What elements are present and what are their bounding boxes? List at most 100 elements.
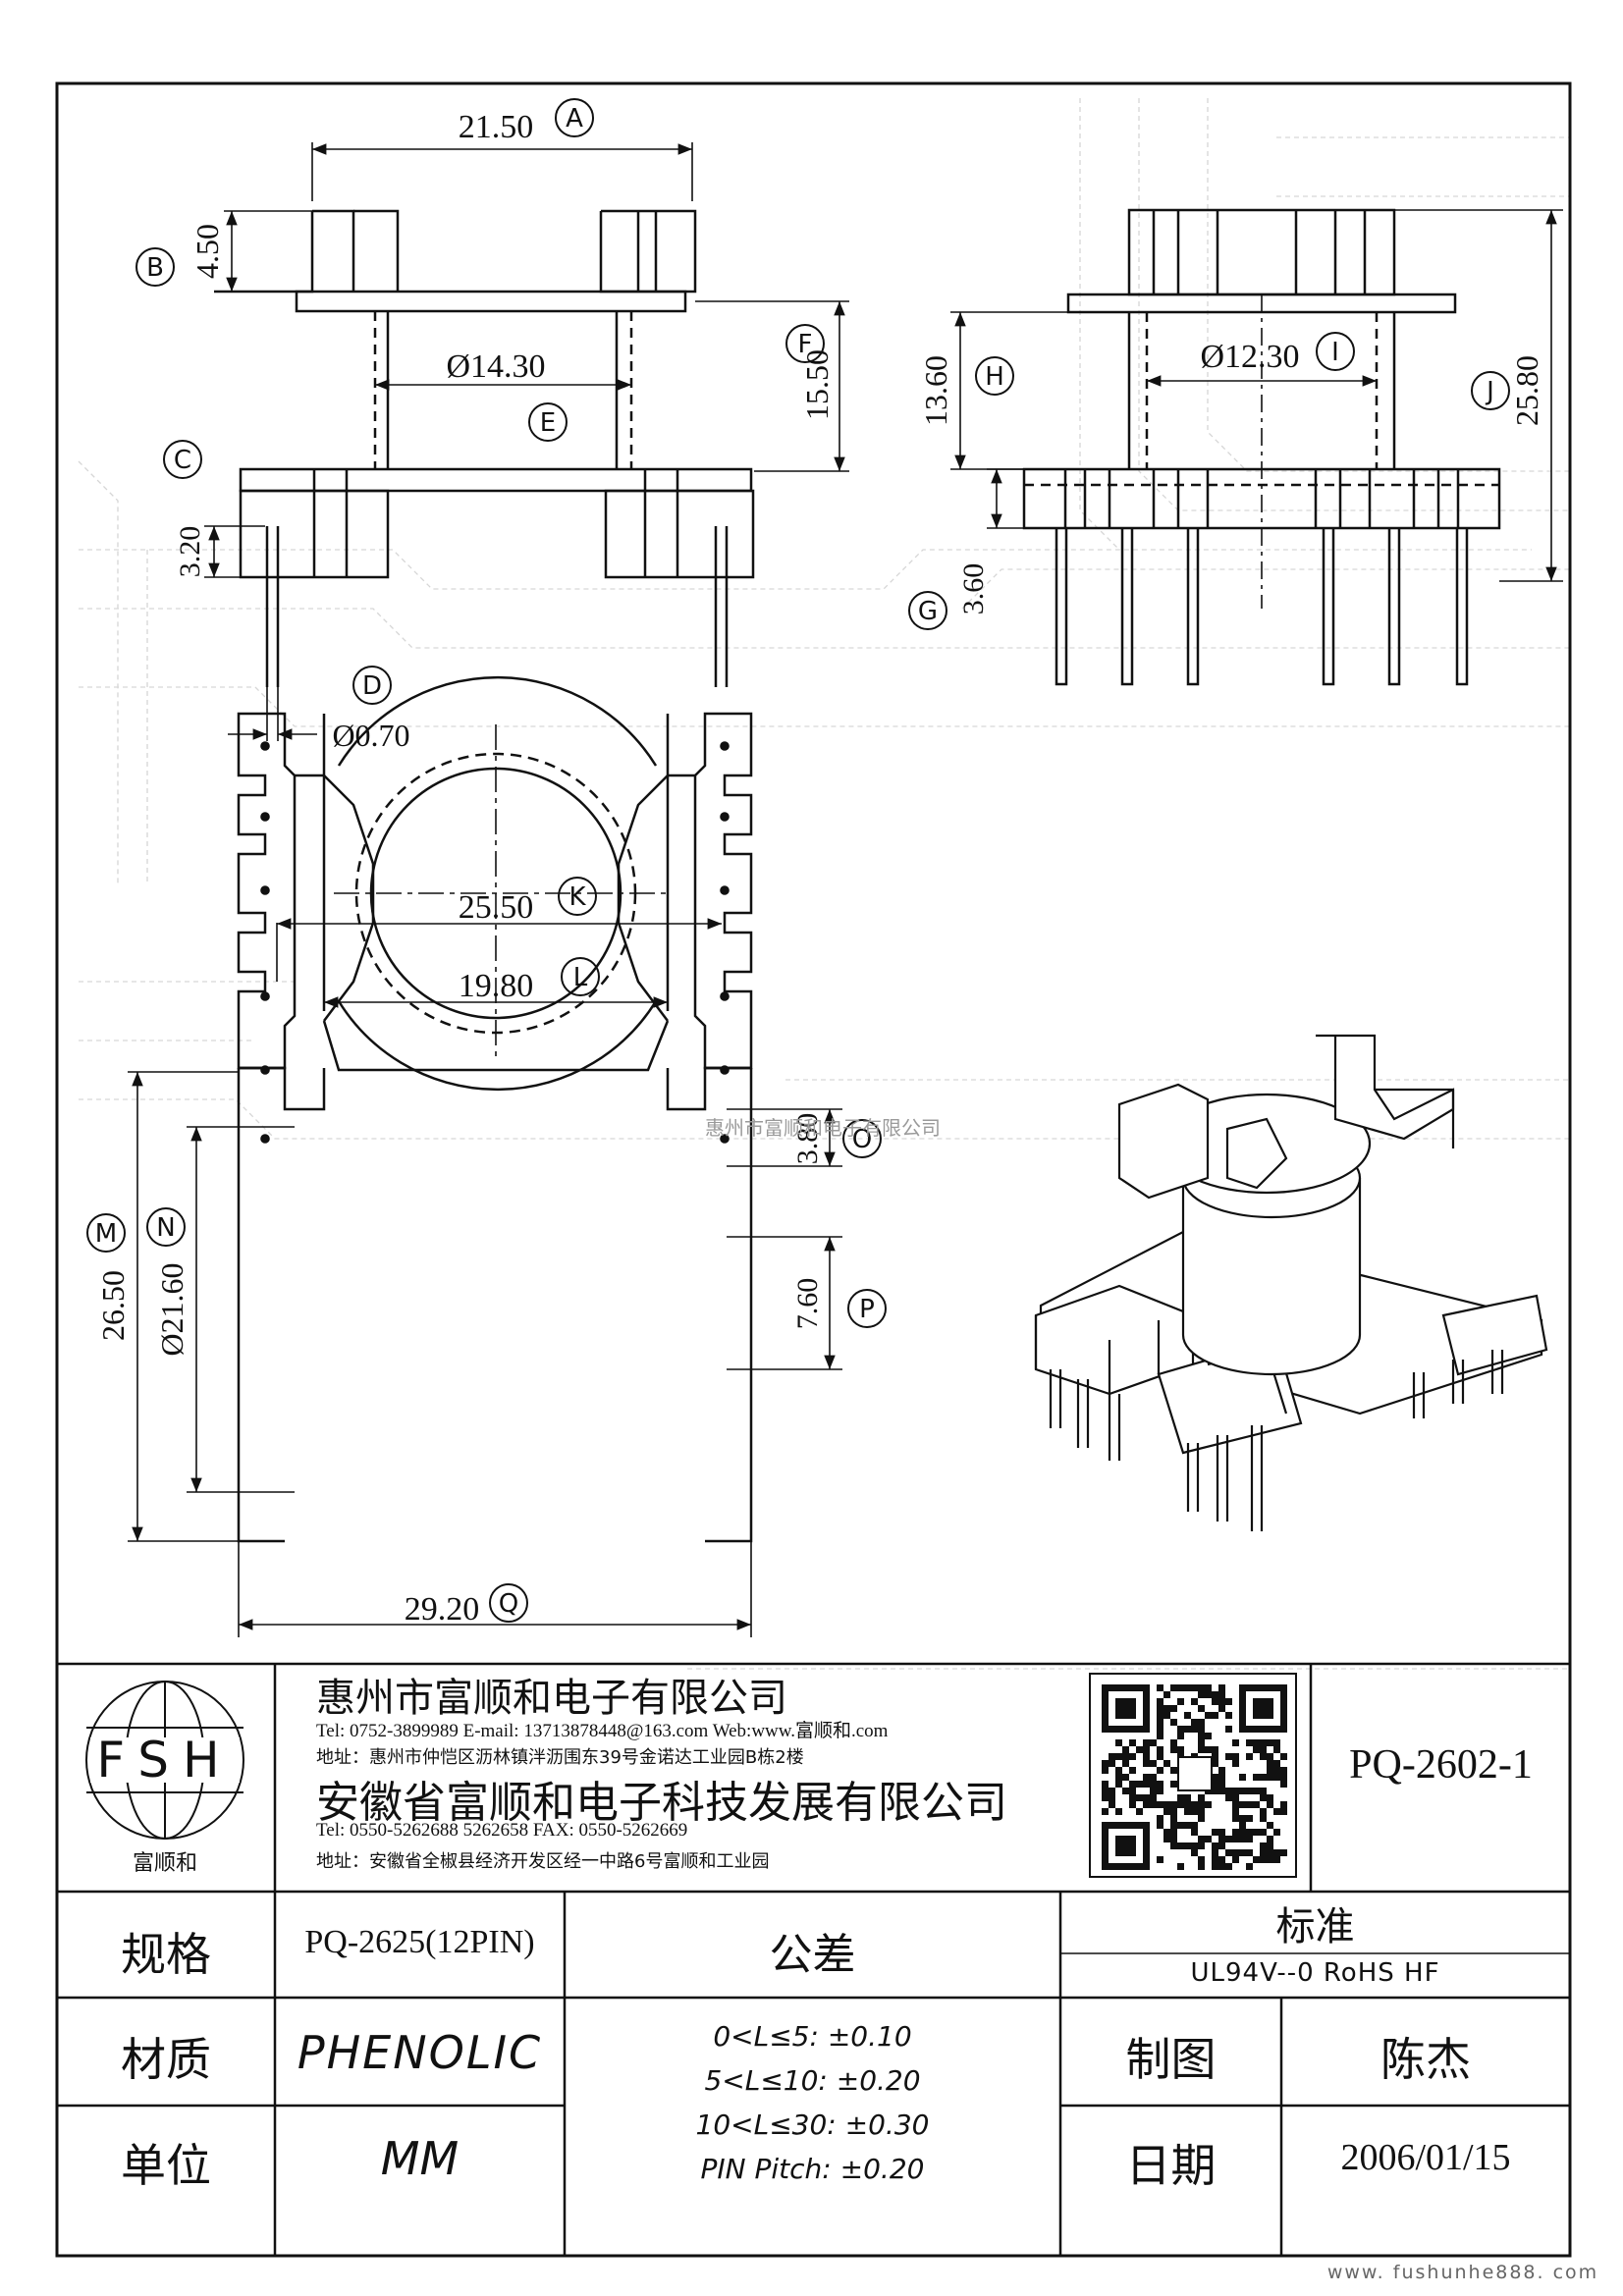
qr-module bbox=[1225, 1788, 1232, 1794]
dim-q-value: 29.20 bbox=[405, 1591, 480, 1628]
label-n: N bbox=[146, 1207, 186, 1247]
qr-module bbox=[1218, 1788, 1225, 1794]
qr-module bbox=[1163, 1801, 1170, 1808]
qr-module bbox=[1177, 1746, 1184, 1753]
qr-module bbox=[1225, 1753, 1232, 1760]
qr-module bbox=[1253, 1774, 1260, 1781]
qr-module bbox=[1225, 1863, 1232, 1870]
qr-finder bbox=[1253, 1698, 1273, 1719]
dim-i-value: Ø12.30 bbox=[1200, 339, 1299, 375]
qr-module bbox=[1102, 1808, 1109, 1815]
qr-module bbox=[1260, 1788, 1267, 1794]
qr-module bbox=[1129, 1767, 1136, 1774]
qr-module bbox=[1205, 1712, 1212, 1719]
dim-h-value: 13.60 bbox=[918, 355, 953, 426]
dim-g-value: 3.60 bbox=[957, 563, 990, 615]
qr-module bbox=[1198, 1856, 1205, 1863]
qr-module bbox=[1157, 1746, 1163, 1753]
qr-module bbox=[1232, 1815, 1239, 1822]
qr-module bbox=[1136, 1794, 1143, 1801]
qr-module bbox=[1102, 1767, 1109, 1774]
qr-module bbox=[1136, 1781, 1143, 1788]
qr-module bbox=[1115, 1774, 1122, 1781]
qr-module bbox=[1115, 1753, 1122, 1760]
qr-module bbox=[1198, 1808, 1205, 1815]
qr-module bbox=[1280, 1801, 1287, 1808]
label-m: M bbox=[86, 1213, 126, 1253]
standard-value: UL94V--0 RoHS HF bbox=[1190, 1958, 1440, 1988]
qr-module bbox=[1150, 1781, 1157, 1788]
qr-module bbox=[1184, 1712, 1191, 1719]
qr-module bbox=[1136, 1746, 1143, 1753]
qr-module bbox=[1267, 1767, 1273, 1774]
company-name-2: 安徽省富顺和电子科技发展有限公司 bbox=[316, 1778, 1007, 1828]
company-contact-1: Tel: 0752-3899989 E-mail: 13713878448@16… bbox=[316, 1721, 889, 1741]
qr-module bbox=[1170, 1767, 1177, 1774]
qr-module bbox=[1232, 1829, 1239, 1836]
spec-value: PQ-2625(12PIN) bbox=[304, 1924, 535, 1960]
svg-text:P: P bbox=[859, 1295, 875, 1324]
qr-module bbox=[1177, 1733, 1184, 1739]
qr-module bbox=[1170, 1822, 1177, 1829]
qr-module bbox=[1143, 1781, 1150, 1788]
qr-module bbox=[1232, 1836, 1239, 1842]
qr-module bbox=[1225, 1726, 1232, 1733]
label-p: P bbox=[847, 1289, 887, 1328]
qr-module bbox=[1280, 1808, 1287, 1815]
qr-module bbox=[1246, 1836, 1253, 1842]
qr-module bbox=[1198, 1836, 1205, 1842]
qr-module bbox=[1198, 1691, 1205, 1698]
qr-module bbox=[1150, 1794, 1157, 1801]
qr-module bbox=[1260, 1856, 1267, 1863]
logo-caption: 富顺和 bbox=[133, 1851, 197, 1876]
dim-a-value: 21.50 bbox=[459, 109, 534, 145]
qr-module bbox=[1129, 1753, 1136, 1760]
qr-module bbox=[1253, 1746, 1260, 1753]
qr-module bbox=[1260, 1842, 1267, 1849]
qr-module bbox=[1273, 1774, 1280, 1781]
qr-module bbox=[1102, 1760, 1109, 1767]
qr-module bbox=[1212, 1788, 1218, 1794]
company-contact-2: Tel: 0550-5262688 5262658 FAX: 0550-5262… bbox=[316, 1820, 688, 1841]
qr-module bbox=[1170, 1829, 1177, 1836]
svg-text:B: B bbox=[146, 253, 164, 283]
qr-module bbox=[1273, 1746, 1280, 1753]
qr-module bbox=[1122, 1788, 1129, 1794]
qr-module bbox=[1253, 1829, 1260, 1836]
qr-module bbox=[1246, 1829, 1253, 1836]
qr-module bbox=[1191, 1822, 1198, 1829]
qr-module bbox=[1246, 1849, 1253, 1856]
date-value: 2006/01/15 bbox=[1340, 2137, 1511, 2178]
svg-text:K: K bbox=[568, 882, 586, 912]
qr-module bbox=[1218, 1829, 1225, 1836]
qr-module bbox=[1246, 1753, 1253, 1760]
qr-module bbox=[1225, 1794, 1232, 1801]
dim-d-value: Ø0.70 bbox=[332, 718, 409, 753]
qr-module bbox=[1273, 1739, 1280, 1746]
qr-module bbox=[1273, 1767, 1280, 1774]
dimension-texts: 21.50 4.50 Ø14.30 15.50 3.20 Ø0.70 Ø12.3… bbox=[95, 109, 1544, 1628]
unit-label: 单位 bbox=[121, 2139, 211, 2192]
qr-module bbox=[1260, 1794, 1267, 1801]
label-l: L bbox=[561, 957, 600, 996]
svg-text:N: N bbox=[156, 1213, 175, 1243]
qr-module bbox=[1157, 1788, 1163, 1794]
qr-module bbox=[1212, 1712, 1218, 1719]
svg-text:E: E bbox=[540, 408, 556, 438]
svg-text:M: M bbox=[95, 1219, 117, 1249]
qr-module bbox=[1157, 1719, 1163, 1726]
qr-module bbox=[1143, 1739, 1150, 1746]
qr-module bbox=[1170, 1801, 1177, 1808]
title-block bbox=[57, 1662, 1570, 2256]
qr-module bbox=[1170, 1684, 1177, 1691]
label-o: O bbox=[842, 1119, 882, 1158]
qr-module bbox=[1191, 1801, 1198, 1808]
qr-module bbox=[1253, 1739, 1260, 1746]
company-address-2: 地址：安徽省全椒县经济开发区经一中路6号富顺和工业园 bbox=[316, 1851, 770, 1872]
qr-module bbox=[1184, 1842, 1191, 1849]
qr-module bbox=[1184, 1684, 1191, 1691]
spec-label: 规格 bbox=[121, 1928, 211, 1981]
qr-module bbox=[1191, 1684, 1198, 1691]
pin-holes-right bbox=[720, 741, 730, 1144]
qr-module bbox=[1198, 1726, 1205, 1733]
